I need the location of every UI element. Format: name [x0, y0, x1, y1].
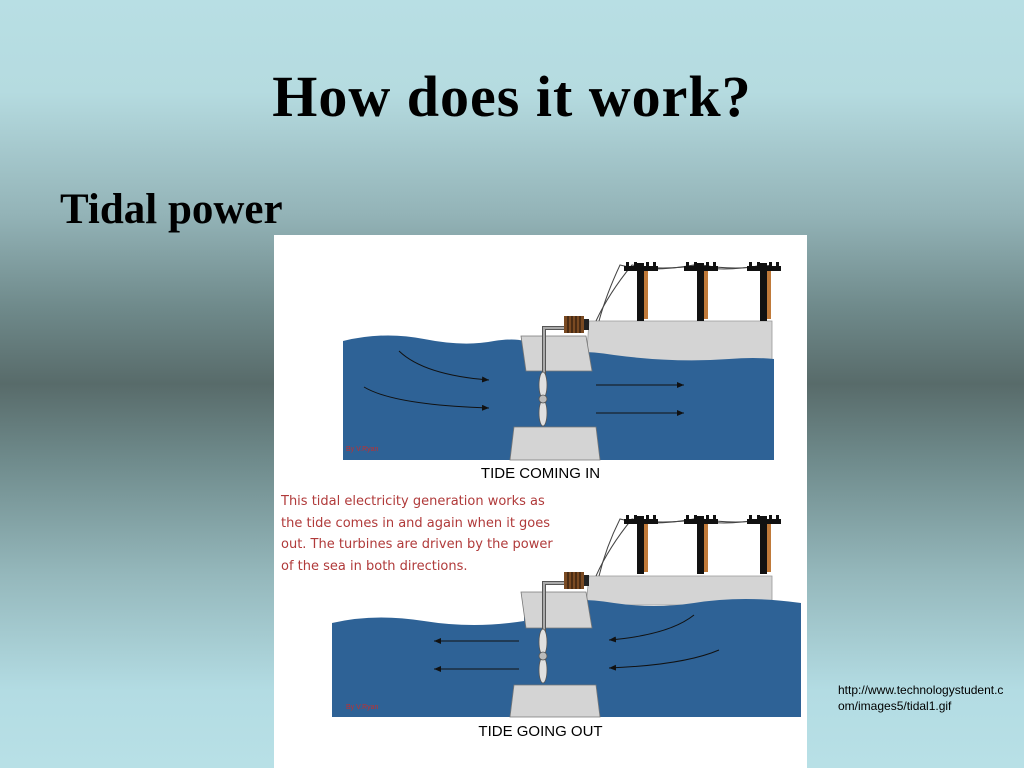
- source-link[interactable]: http://www.technologystudent.com/images5…: [838, 683, 1004, 713]
- flow-arrow-icon: [363, 350, 684, 416]
- tide-in-panel: [343, 262, 781, 461]
- utility-pole-icon: [624, 262, 658, 321]
- generator-icon: [563, 571, 590, 590]
- tide-in-caption: TIDE COMING IN: [480, 465, 601, 482]
- utility-pole-icon: [684, 515, 718, 574]
- utility-pole-icon: [747, 515, 781, 574]
- flow-arrow-icon: [434, 614, 720, 672]
- slide-subtitle: Tidal power: [60, 186, 283, 233]
- turbine-propeller-icon: [538, 371, 548, 427]
- tide-out-panel: [332, 515, 801, 718]
- tidal-diagram: By V.Ryan TIDE COMING IN This tidal elec…: [274, 235, 807, 768]
- diagram-credit: By V.Ryan: [346, 704, 379, 711]
- generator-icon: [563, 315, 590, 334]
- utility-pole-icon: [624, 515, 658, 574]
- tide-out-caption: TIDE GOING OUT: [478, 723, 603, 740]
- diagram-description: This tidal electricity generation works …: [281, 494, 553, 574]
- utility-pole-icon: [747, 262, 781, 321]
- utility-pole-icon: [684, 262, 718, 321]
- slide-title: How does it work?: [272, 64, 752, 129]
- turbine-propeller-icon: [538, 628, 548, 684]
- diagram-credit: By V.Ryan: [346, 446, 379, 453]
- tidal-diagram-graphic: [332, 262, 801, 718]
